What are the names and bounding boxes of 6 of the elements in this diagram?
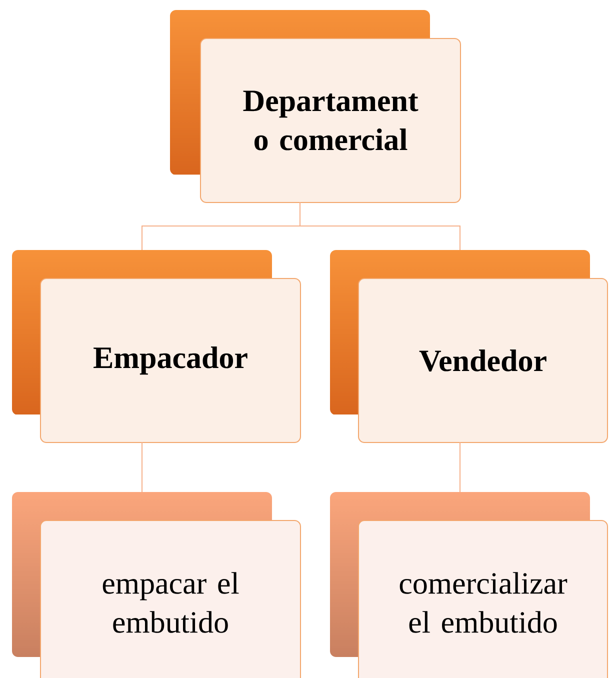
connector-line <box>300 202 460 250</box>
org-box: empacar el embutido <box>40 520 301 678</box>
org-box: Departament o comercial <box>200 38 461 203</box>
org-box: Empacador <box>40 278 301 443</box>
org-box: comercializar el embutido <box>358 520 608 678</box>
org-box: Vendedor <box>358 278 608 443</box>
